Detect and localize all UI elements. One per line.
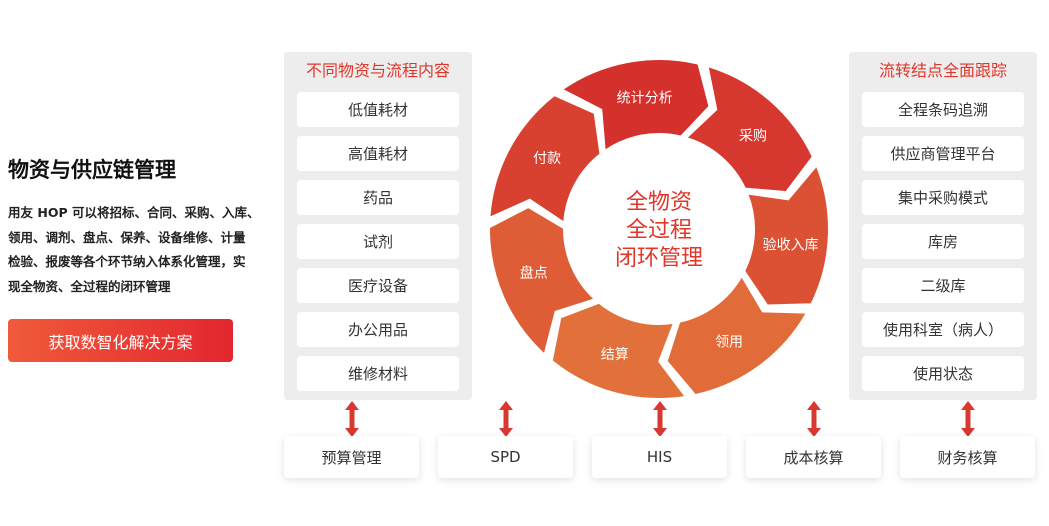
materials-item: 试剂 <box>297 224 459 259</box>
cycle-segments <box>488 58 830 400</box>
materials-item: 办公用品 <box>297 312 459 347</box>
tracking-item: 使用状态 <box>862 356 1024 391</box>
tracking-item: 库房 <box>862 224 1024 259</box>
materials-panel: 不同物资与流程内容 低值耗材 高值耗材 药品 试剂 医疗设备 办公用品 维修材料 <box>284 52 472 400</box>
get-solution-button[interactable]: 获取数智化解决方案 <box>8 319 233 362</box>
materials-panel-title: 不同物资与流程内容 <box>305 61 450 80</box>
cycle-segment-label: 结算 <box>601 347 629 363</box>
intro-description-line: 用友 HOP 可以将招标、合同、采购、入库、 <box>8 205 260 220</box>
materials-item: 高值耗材 <box>297 136 459 171</box>
cycle-center-line: 全过程 <box>626 218 692 243</box>
cycle-segment-label: 领用 <box>715 334 743 350</box>
double-arrow-icon <box>807 401 821 437</box>
tracking-list: 全程条码追溯 供应商管理平台 集中采购模式 库房 二级库 使用科室（病人） 使用… <box>862 92 1024 391</box>
intro-description: 用友 HOP 可以将招标、合同、采购、入库、 领用、调剂、盘点、保养、设备维修、… <box>8 201 280 299</box>
intro-description-line: 现全物资、全过程的闭环管理 <box>8 278 171 294</box>
cycle-center-line: 全物资 <box>626 190 692 215</box>
bottom-system-box: SPD <box>438 436 573 478</box>
cycle-segment-label: 盘点 <box>520 264 548 281</box>
materials-item: 药品 <box>297 180 459 215</box>
cycle-segment <box>665 273 809 397</box>
cycle-segment <box>488 93 602 225</box>
materials-list: 低值耗材 高值耗材 药品 试剂 医疗设备 办公用品 维修材料 <box>297 92 459 391</box>
cycle-segment-label: 验收入库 <box>763 237 819 253</box>
tracking-panel: 流转结点全面跟踪 全程条码追溯 供应商管理平台 集中采购模式 库房 二级库 使用… <box>849 52 1037 400</box>
tracking-item: 供应商管理平台 <box>862 136 1024 171</box>
materials-item: 维修材料 <box>297 356 459 391</box>
intro-description-line: 领用、调剂、盘点、保养、设备维修、计量 <box>8 229 246 245</box>
bottom-system-box: 预算管理 <box>284 436 419 478</box>
double-arrow-icon <box>653 401 667 437</box>
tracking-panel-title: 流转结点全面跟踪 <box>878 61 1007 80</box>
connector-arrows <box>345 401 975 437</box>
tracking-item: 全程条码追溯 <box>862 92 1024 127</box>
cycle-segment <box>743 163 830 307</box>
tracking-item: 二级库 <box>862 268 1024 303</box>
cycle-segment <box>684 64 815 194</box>
materials-item: 低值耗材 <box>297 92 459 127</box>
materials-item: 医疗设备 <box>297 268 459 303</box>
cycle-center-line: 闭环管理 <box>615 246 703 271</box>
bottom-system-box: HIS <box>592 436 727 478</box>
cycle-segment-label: 采购 <box>739 129 767 145</box>
bottom-system-box: 成本核算 <box>746 436 881 478</box>
double-arrow-icon <box>961 401 975 437</box>
intro-description-line: 检验、报废等各个环节纳入体系化管理，实 <box>8 254 246 269</box>
cycle-segment <box>488 205 597 357</box>
double-arrow-icon <box>499 401 513 437</box>
intro-title: 物资与供应链管理 <box>8 158 176 182</box>
cycle-segment <box>559 58 711 153</box>
tracking-item: 使用科室（病人） <box>862 312 1024 347</box>
cycle-segment-label: 统计分析 <box>617 90 673 106</box>
tracking-item: 集中采购模式 <box>862 180 1024 215</box>
bottom-system-box: 财务核算 <box>900 436 1035 478</box>
cycle-segment <box>550 301 688 400</box>
double-arrow-icon <box>345 401 359 437</box>
cycle-segment-label: 付款 <box>533 151 561 167</box>
